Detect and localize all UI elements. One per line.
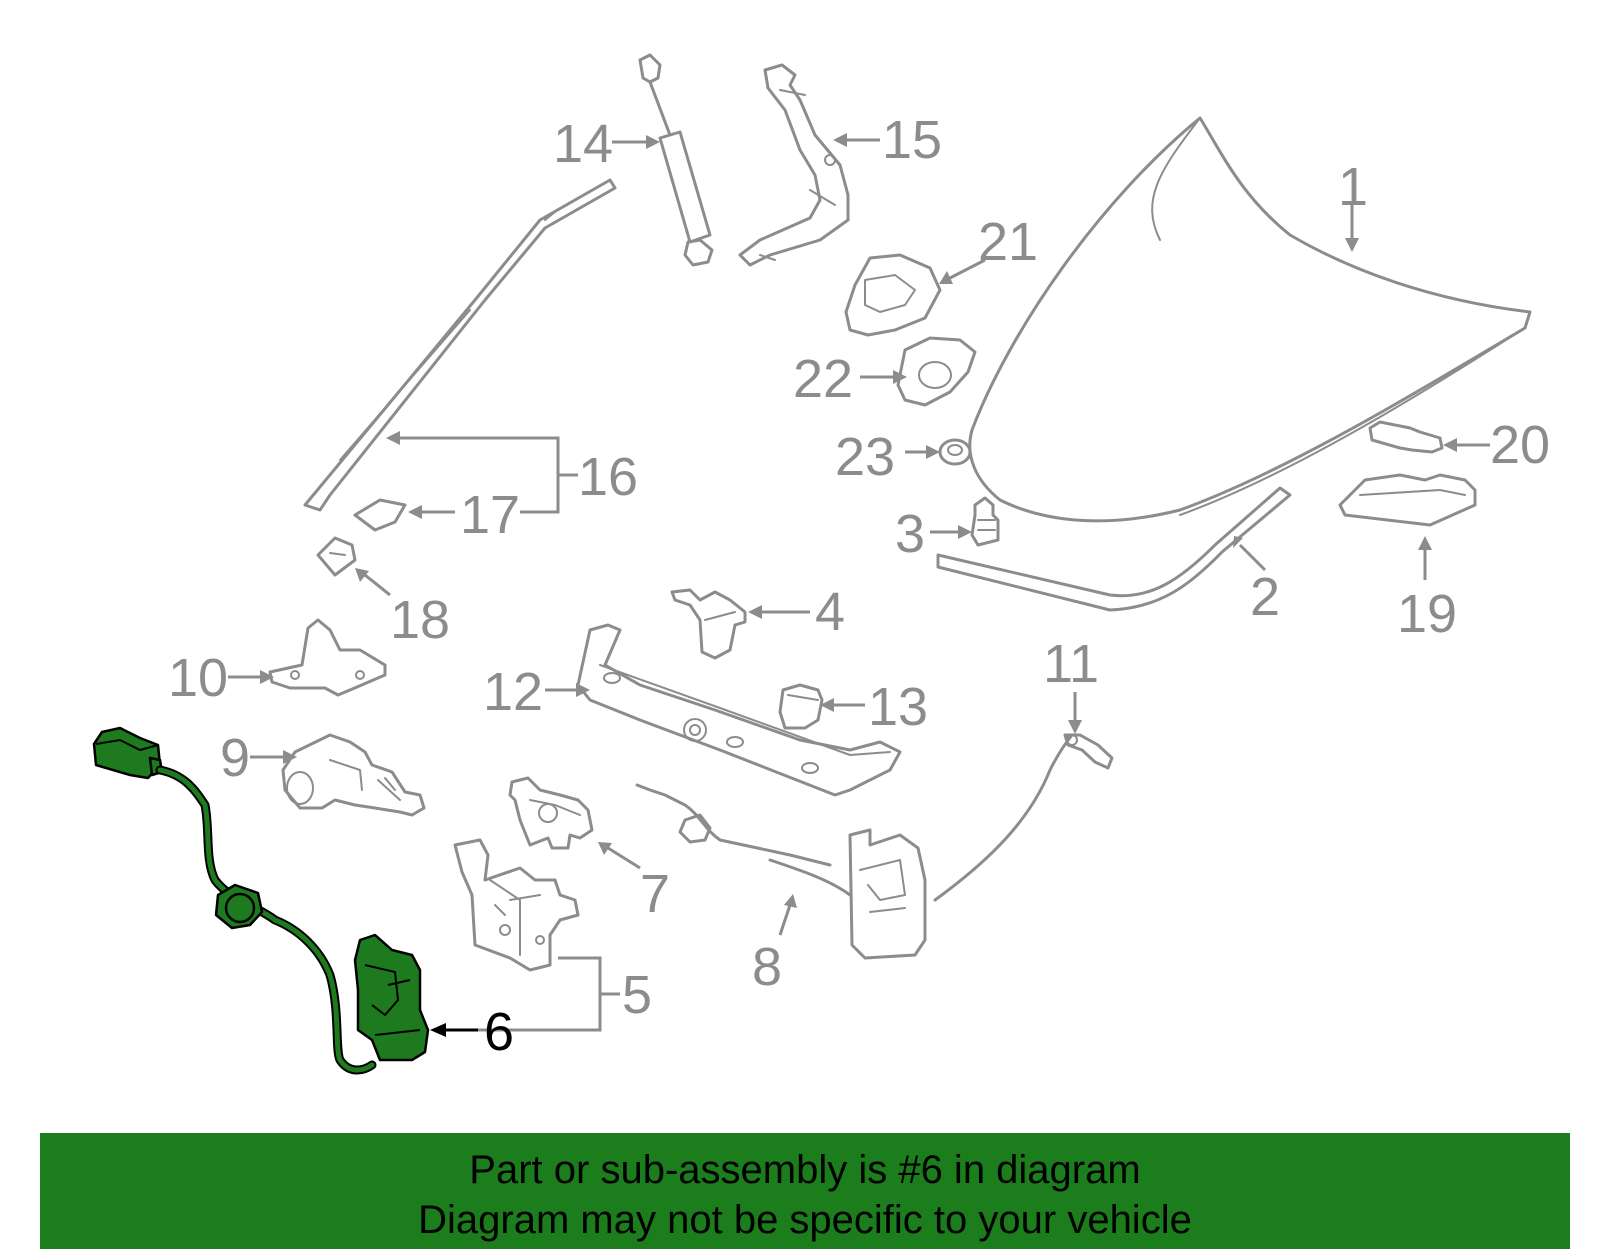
part-actuator-9[interactable]: [281, 733, 426, 817]
part-release-cable-8[interactable]: [635, 733, 1074, 960]
callout-10: 10: [168, 648, 228, 708]
part-hood[interactable]: [968, 116, 1532, 523]
part-gas-strut-14[interactable]: [638, 53, 714, 267]
part-clip-18[interactable]: [316, 536, 357, 577]
callout-15: 15: [882, 110, 942, 170]
part-ring-22[interactable]: [896, 336, 977, 407]
part-clip-17[interactable]: [353, 498, 407, 532]
part-hood-hinge-15[interactable]: [738, 63, 850, 267]
callout-11: 11: [1043, 634, 1099, 694]
callout-16: 16: [578, 447, 638, 507]
part-clip-11[interactable]: [1063, 733, 1114, 770]
part-latch-bracket-7[interactable]: [508, 776, 594, 850]
callout-4: 4: [815, 582, 845, 642]
part-grommet-23[interactable]: [938, 438, 972, 466]
callout-2: 2: [1250, 567, 1280, 627]
part-weatherstrip-16[interactable]: [303, 178, 617, 512]
callout-22: 22: [793, 349, 853, 409]
callout-5: 5: [622, 965, 652, 1025]
callout-17: 17: [460, 485, 520, 545]
callout-7: 7: [640, 864, 670, 924]
callout-12: 12: [483, 662, 543, 722]
leader-lines: [228, 133, 1490, 1037]
callout-1: 1: [1338, 157, 1368, 217]
part-hood-latch-5[interactable]: [453, 838, 580, 972]
part-insulator-21[interactable]: [844, 253, 942, 337]
banner-line-part-info: Part or sub-assembly is #6 in diagram: [469, 1148, 1141, 1192]
part-bumper-stop[interactable]: [970, 496, 1000, 547]
part-bracket-10[interactable]: [268, 618, 387, 697]
callout-23: 23: [835, 427, 895, 487]
callout-18: 18: [390, 590, 450, 650]
part-hood-latch-6-highlighted[interactable]: [92, 726, 430, 1075]
callout-20: 20: [1490, 415, 1550, 475]
callout-3: 3: [895, 504, 925, 564]
part-hood-seal[interactable]: [936, 486, 1292, 612]
callout-6: 6: [484, 1002, 514, 1062]
callout-14: 14: [553, 114, 613, 174]
callout-21: 21: [978, 212, 1038, 272]
callout-9: 9: [220, 728, 250, 788]
callout-19: 19: [1397, 584, 1457, 644]
part-cross-member-12[interactable]: [576, 623, 902, 797]
callout-13: 13: [868, 677, 928, 737]
callout-8: 8: [752, 937, 782, 997]
callout-labels: 1 2 3 4 5 6 7 8 9 10 11 12 13 14 15 16 1…: [168, 110, 1550, 1062]
info-banner: Part or sub-assembly is #6 in diagram Di…: [40, 1133, 1570, 1249]
part-cover-19[interactable]: [1338, 473, 1477, 527]
part-bracket-4[interactable]: [670, 588, 747, 660]
banner-line-disclaimer: Diagram may not be specific to your vehi…: [418, 1198, 1192, 1242]
part-bump-stop-13[interactable]: [778, 683, 824, 730]
part-lamp-20[interactable]: [1368, 420, 1444, 454]
